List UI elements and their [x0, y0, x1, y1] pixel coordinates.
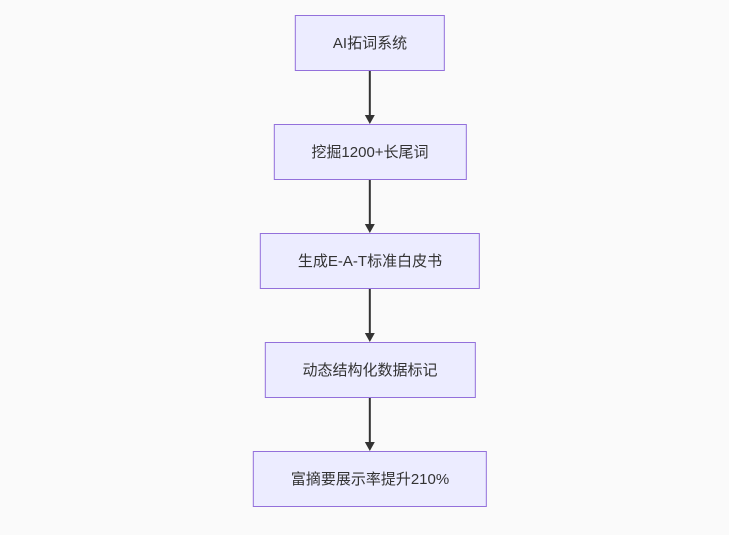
- flow-node-longtail-keywords: 挖掘1200+长尾词: [273, 124, 467, 180]
- flow-node-rich-snippet-rate: 富摘要展示率提升210%: [252, 451, 488, 507]
- arrow-down-connector: [364, 289, 376, 342]
- node-label: 生成E-A-T标准白皮书: [297, 252, 443, 270]
- flow-node-eat-whitepaper: 生成E-A-T标准白皮书: [259, 233, 481, 289]
- arrow-line: [369, 180, 371, 225]
- arrow-line: [369, 398, 371, 443]
- flow-node-structured-data-markup: 动态结构化数据标记: [264, 342, 476, 398]
- arrow-down-connector: [364, 71, 376, 124]
- arrow-head-icon: [365, 224, 375, 233]
- flowchart: AI拓词系统 挖掘1200+长尾词 生成E-A-T标准白皮书 动态结构化数据标记…: [252, 15, 488, 507]
- node-label: 动态结构化数据标记: [302, 361, 438, 379]
- arrow-down-connector: [364, 398, 376, 451]
- arrow-line: [369, 289, 371, 334]
- arrow-head-icon: [365, 442, 375, 451]
- node-label: 富摘要展示率提升210%: [290, 470, 450, 488]
- arrow-head-icon: [365, 333, 375, 342]
- arrow-down-connector: [364, 180, 376, 233]
- arrow-line: [369, 71, 371, 116]
- flow-node-ai-word-system: AI拓词系统: [294, 15, 446, 71]
- node-label: 挖掘1200+长尾词: [311, 143, 429, 161]
- arrow-head-icon: [365, 115, 375, 124]
- node-label: AI拓词系统: [332, 34, 408, 52]
